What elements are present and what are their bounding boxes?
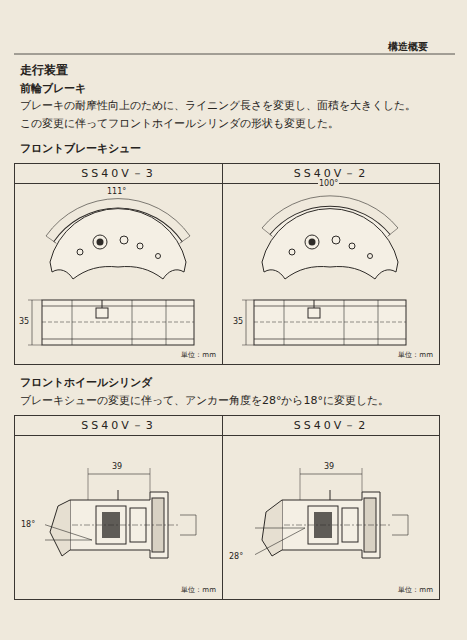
unit-note: 単位：mm	[398, 351, 433, 360]
table-panel: SS40V－2 単位：mm	[222, 415, 440, 600]
dimension: 35	[232, 317, 244, 327]
table-panel: SS40V－3 単位：mm	[14, 415, 223, 600]
dimension: 39	[111, 462, 123, 472]
body-text: ブレーキシューの変更に伴って、アンカー角度を28°から18°に変更した。	[20, 392, 440, 410]
subsection-heading: 前輪ブレーキ	[20, 80, 86, 98]
dimension: 35	[18, 317, 30, 327]
unit-note: 単位：mm	[398, 586, 433, 595]
page-header: 構造概要	[388, 38, 428, 56]
unit-note: 単位：mm	[181, 351, 216, 360]
model-heading: SS40V－2	[223, 416, 439, 436]
dimension: 18°	[20, 520, 36, 530]
dimension: 28°	[228, 552, 244, 562]
unit-note: 単位：mm	[181, 586, 216, 595]
model-heading: SS40V－3	[15, 416, 222, 436]
body-text: ブレーキの耐摩性向上のために、ライニング長さを変更し、面積を大きくした。この変更…	[20, 97, 422, 133]
dimension: 39	[323, 462, 335, 472]
section-title: 走行装置	[20, 61, 68, 79]
figure-heading: フロントブレーキシュー	[20, 140, 141, 158]
model-heading: SS40V－3	[15, 164, 222, 184]
table-panel: SS40V－2単位：mm	[222, 163, 440, 365]
dimension: 100°	[318, 179, 339, 189]
figure-heading: フロントホイールシリンダ	[20, 374, 152, 392]
dimension: 111°	[106, 187, 127, 197]
